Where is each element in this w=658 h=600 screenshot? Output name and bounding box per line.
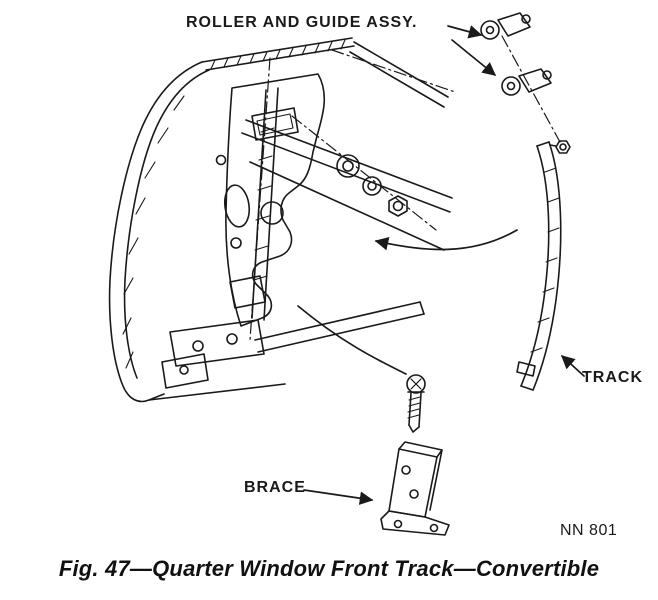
arrow-to-panel	[374, 229, 518, 251]
washer-nut-fasteners	[291, 115, 437, 231]
track-label: TRACK	[582, 369, 643, 386]
roller-guide-assembly-drawing	[480, 12, 561, 143]
quarter-panel-drawing	[108, 37, 456, 403]
leader-to-screw	[297, 305, 407, 375]
arrow-to-track	[560, 355, 585, 377]
figure-caption: Fig. 47—Quarter Window Front Track—Conve…	[58, 556, 600, 581]
leader-arrows	[297, 25, 585, 505]
screw-drawing	[406, 374, 426, 433]
arrow-to-brace	[303, 489, 374, 505]
arrow-to-bottom-roller	[451, 39, 497, 76]
ref-number: NN 801	[560, 522, 618, 539]
arrow-to-top-roller	[447, 25, 483, 39]
track-drawing	[516, 140, 571, 391]
brace-drawing	[380, 441, 450, 536]
brace-label: BRACE	[244, 479, 306, 496]
roller-guide-label: ROLLER AND GUIDE ASSY.	[186, 14, 418, 31]
